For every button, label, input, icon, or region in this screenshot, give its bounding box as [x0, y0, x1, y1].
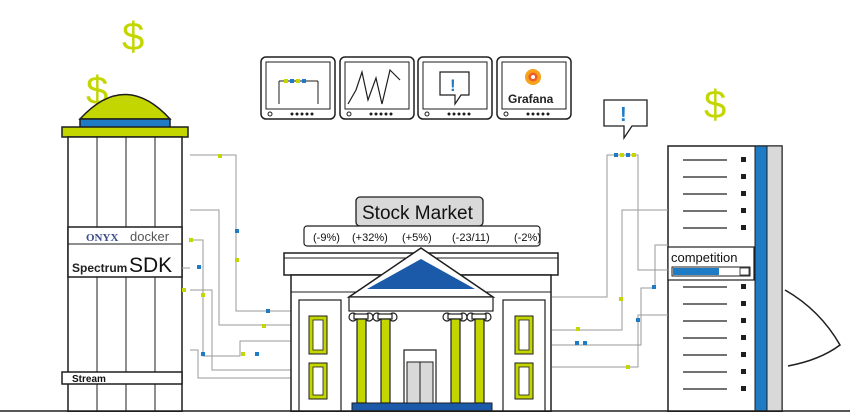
- stock-market-header: Stock Market (-9%) (+32%) (+5%) (-23/11)…: [303, 196, 541, 247]
- grafana-logo-icon: [525, 69, 541, 85]
- alert-icon: !: [450, 76, 456, 95]
- chart-line-icon: [347, 68, 401, 105]
- spectrum-logo: Spectrum: [72, 261, 127, 275]
- grafana-label: Grafana: [508, 92, 554, 106]
- globe-edge: [784, 289, 841, 367]
- alert-callout: !: [603, 99, 648, 141]
- tower-base-label: Stream: [72, 374, 106, 385]
- change-value: (+5%): [402, 232, 432, 244]
- sdk-label: SDK: [129, 254, 172, 277]
- change-value: (-23/11): [452, 232, 490, 244]
- stock-market-title: Stock Market: [362, 203, 474, 224]
- bank-building-icon: [283, 247, 559, 412]
- competition-label: competition: [671, 250, 737, 265]
- right-tower: competition: [667, 145, 783, 412]
- right-connectors: [552, 154, 668, 368]
- monitor-progress: [260, 56, 336, 120]
- onyx-logo: ONYX: [86, 232, 118, 244]
- change-value: (-9%): [313, 232, 340, 244]
- left-connector-dots: [182, 154, 270, 356]
- alert-icon: !: [620, 104, 627, 126]
- right-connector-dots: [575, 153, 656, 369]
- dollar-icon: $: [122, 15, 144, 59]
- change-value: (-2%): [514, 232, 541, 244]
- monitor-grafana: Grafana: [496, 56, 572, 120]
- monitor-alert: !: [417, 56, 493, 120]
- change-value: (+32%): [352, 232, 388, 244]
- docker-logo: docker: [130, 229, 170, 244]
- monitor-chart: [339, 56, 415, 120]
- left-tower: ONYX docker Spectrum SDK Stream: [61, 93, 189, 412]
- dollar-icon: $: [704, 83, 726, 127]
